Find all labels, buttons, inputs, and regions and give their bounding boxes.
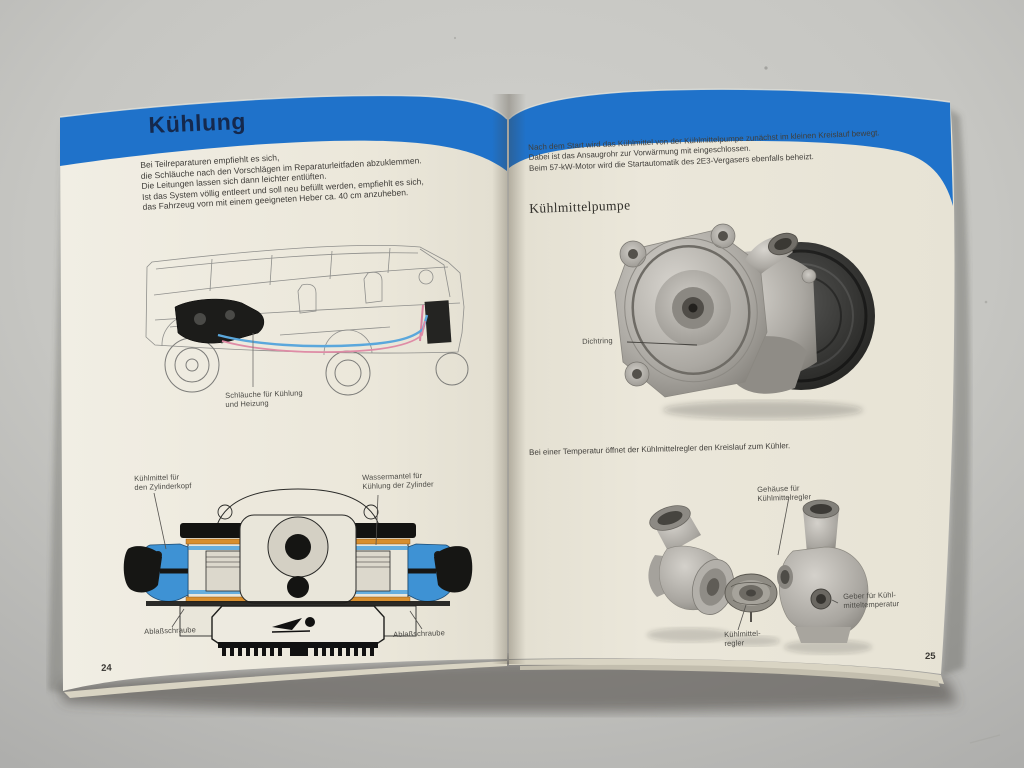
chapter-band-right [509,89,953,206]
temp-sender-label: Geber für Kühl- mitteltemperatur [843,590,899,610]
label-line: Kühlmittelregler [757,492,812,503]
page-number-left: 24 [101,662,112,674]
pump-pipe-stub [745,232,817,284]
page-number-right: 25 [925,651,936,662]
label-line: regler [724,638,745,648]
van-hoses-label: Schläuche für Kühlung und Heizung [225,388,303,409]
drain-plug-left-label: Ablaßschraube [144,625,197,636]
thermostat-label: Kühlmittel- regler [724,629,761,648]
seal-ring-groove [631,244,751,376]
chapter-title: Kühlung [148,107,247,138]
drain-plug-right-label: Ablaßschraube [393,628,446,639]
water-jacket-label: Wassermantel für Kühlung der Zylinder [362,471,434,491]
van-cutaway-figure [145,244,469,396]
thermostat-housing-right [777,499,869,643]
pump-flange [614,223,768,398]
thermostat-regulator-part [724,573,778,622]
seal-ring-label: Dichtring [582,335,613,346]
thermostat-housing-label: Gehäuse für Kühlmittelregler [757,483,811,503]
coolant-hose-red [221,320,426,353]
chapter-band-left [60,95,507,171]
thermostat-parts-photo [647,496,872,654]
coolant-hose-blue [217,314,429,348]
water-pump-photo [614,223,875,419]
van-engine [174,298,265,344]
coolant-head-label: Kühlmittel für den Zylinderkopf [134,472,192,492]
engine-cross-section-figure [123,488,474,656]
van-radiator [424,300,452,344]
thermostat-housing-left [648,505,735,615]
